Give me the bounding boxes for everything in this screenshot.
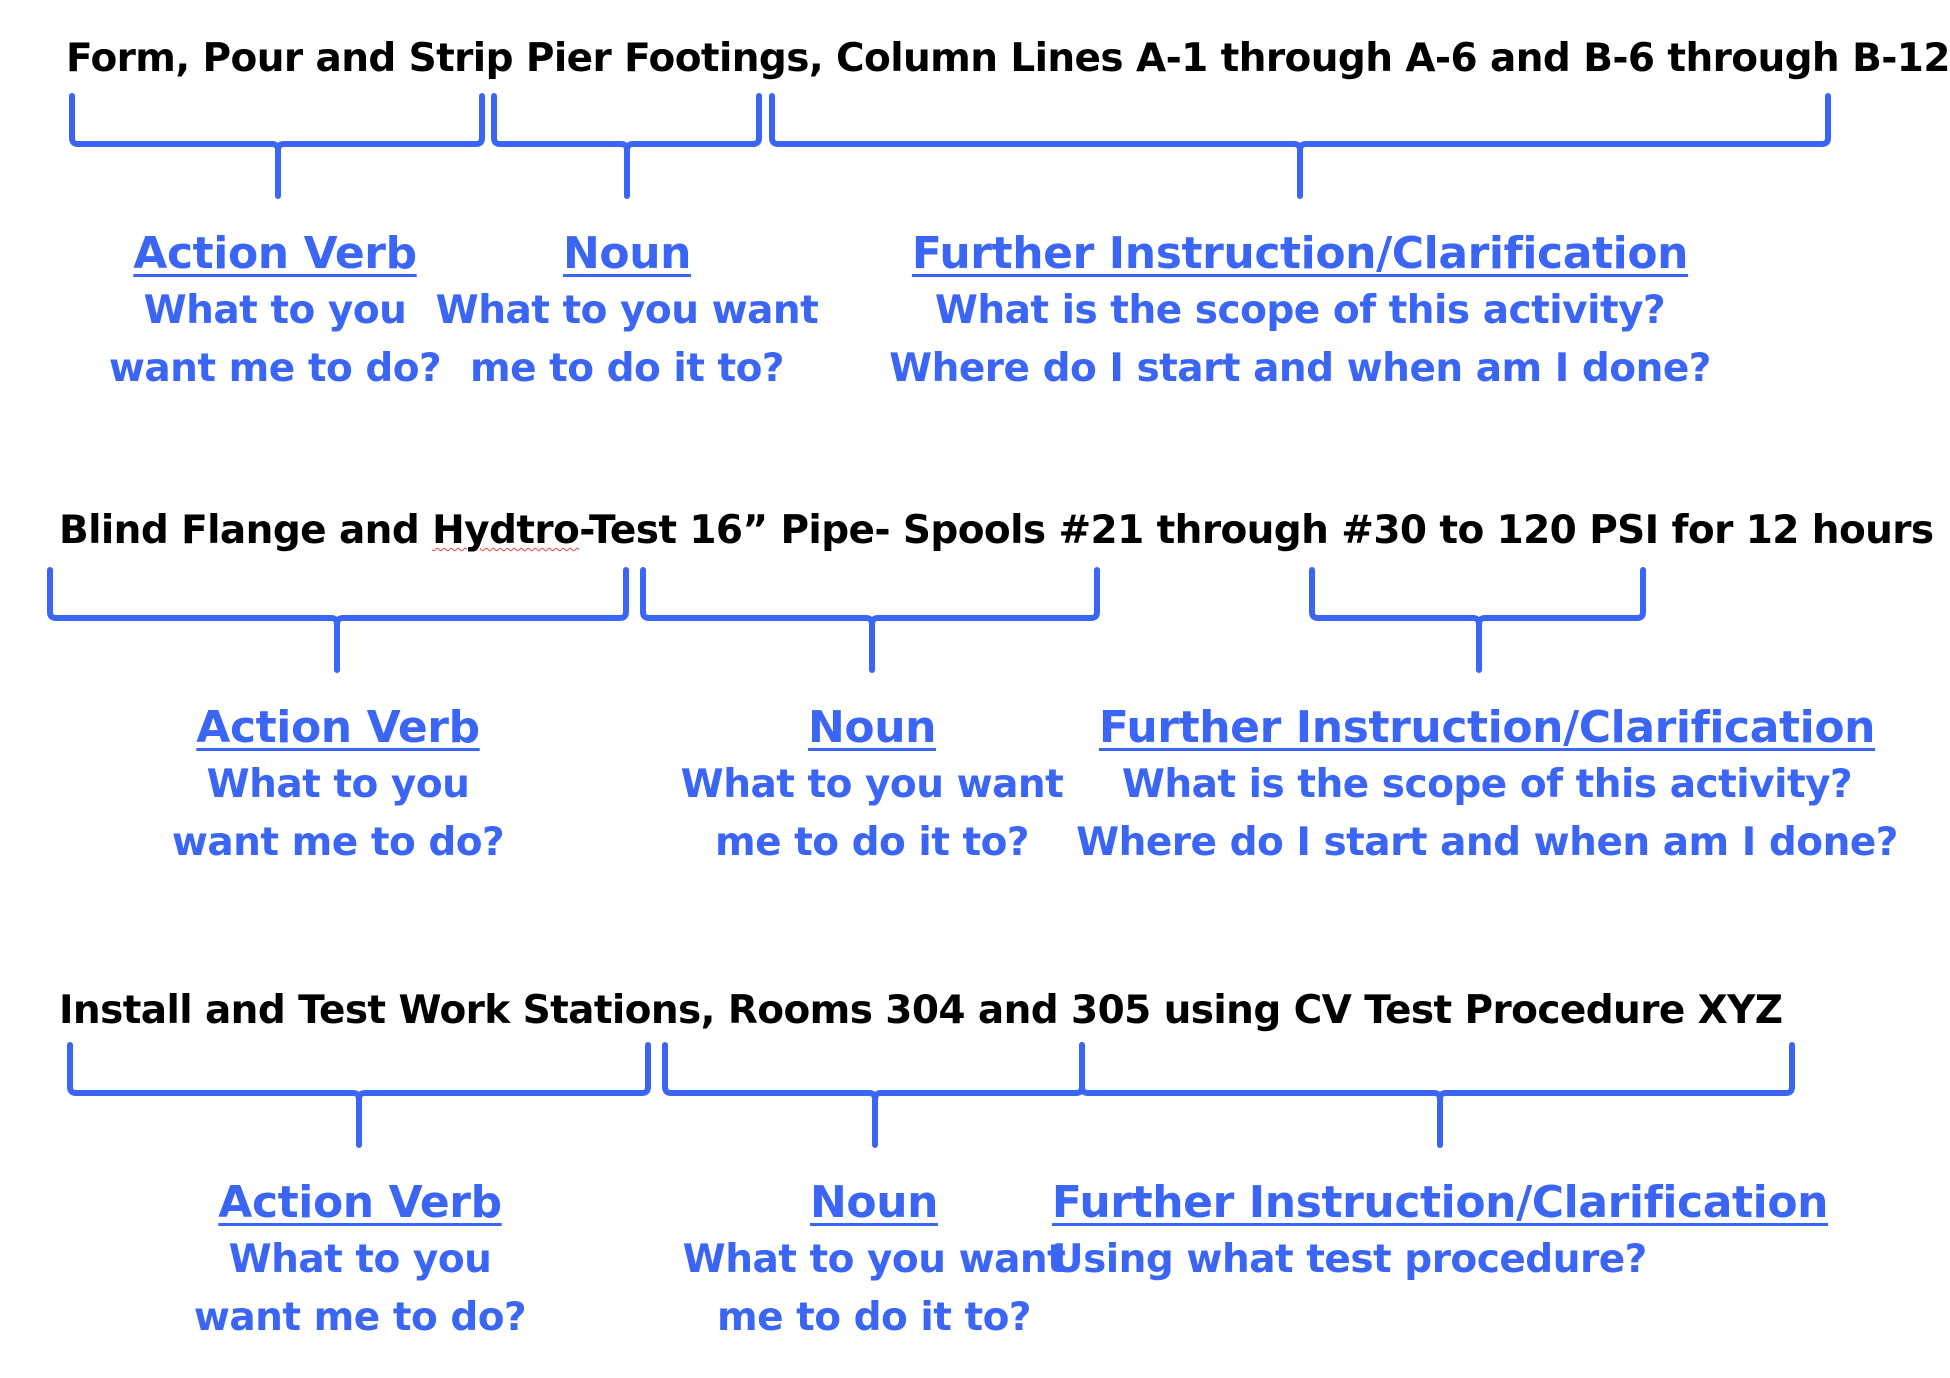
label-question-line: me to do it to? xyxy=(716,1295,1032,1340)
diagram-canvas: Form, Pour and Strip Pier Footings, Colu… xyxy=(47,36,1950,1347)
label-row1-action-verb: Action Verb What to you want me to do? xyxy=(108,226,442,398)
brace-path xyxy=(69,93,485,199)
label-heading: Further Instruction/Clarification xyxy=(1098,702,1876,753)
brace-path xyxy=(769,93,1831,199)
label-question-line: What is the scope of this activity? xyxy=(1121,762,1853,807)
label-question-line: What to you xyxy=(228,1237,492,1282)
brace-row3-action-verb xyxy=(67,1042,651,1148)
brace-row1-noun xyxy=(491,93,762,199)
brace-path xyxy=(491,93,762,199)
label-row1-further-instruction: Further Instruction/Clarification What i… xyxy=(889,226,1711,398)
example-sentence-2: Blind Flange and Hydtro-Test 16” Pipe- S… xyxy=(59,508,1934,554)
sentence-2-part-3: -Test 16” Pipe- Spools #21 through #30 t… xyxy=(579,508,1934,553)
label-question-line: me to do it to? xyxy=(469,346,785,391)
brace-path xyxy=(1079,1042,1795,1148)
brace-path xyxy=(1309,567,1646,673)
brace-path xyxy=(47,567,629,673)
label-row3-noun: Noun What to you want me to do it to? xyxy=(683,1175,1066,1347)
brace-row3-noun xyxy=(662,1042,1085,1148)
label-question-line: Where do I start and when am I done? xyxy=(889,346,1711,391)
label-row3-further-instruction: Further Instruction/Clarification Using … xyxy=(1051,1175,1829,1289)
spellcheck-flagged-word: Hydtro xyxy=(432,508,580,553)
brace-path xyxy=(67,1042,651,1148)
label-row1-noun: Noun What to you want me to do it to? xyxy=(436,226,819,398)
label-question-line: want me to do? xyxy=(171,820,505,865)
label-heading: Further Instruction/Clarification xyxy=(911,228,1689,279)
label-row2-action-verb: Action Verb What to you want me to do? xyxy=(171,700,505,872)
brace-row1-action-verb xyxy=(69,93,485,199)
label-heading: Noun xyxy=(809,1177,939,1228)
braces-layer xyxy=(47,93,1831,1148)
brace-path xyxy=(662,1042,1085,1148)
label-question-line: What to you want xyxy=(682,1237,1066,1282)
sentence-2-part-1: Blind Flange and xyxy=(59,508,433,553)
label-question-line: me to do it to? xyxy=(714,820,1030,865)
brace-row2-further-instruction xyxy=(1309,567,1646,673)
label-heading: Action Verb xyxy=(196,702,480,753)
label-question-line: What to you xyxy=(143,288,407,333)
label-question-line: What to you xyxy=(206,762,470,807)
label-question-line: Where do I start and when am I done? xyxy=(1076,820,1898,865)
example-sentence-3: Install and Test Work Stations, Rooms 30… xyxy=(59,988,1783,1033)
label-heading: Further Instruction/Clarification xyxy=(1051,1177,1829,1228)
brace-path xyxy=(640,567,1100,673)
label-question-line: What is the scope of this activity? xyxy=(934,288,1666,333)
brace-row3-further-instruction xyxy=(1079,1042,1795,1148)
label-row2-noun: Noun What to you want me to do it to? xyxy=(681,700,1064,872)
label-question-line: Using what test procedure? xyxy=(1051,1237,1647,1282)
label-heading: Action Verb xyxy=(133,228,417,279)
label-question-line: What to you want xyxy=(435,288,819,333)
label-heading: Noun xyxy=(807,702,937,753)
brace-row2-noun xyxy=(640,567,1100,673)
label-heading: Action Verb xyxy=(218,1177,502,1228)
example-sentence-1: Form, Pour and Strip Pier Footings, Colu… xyxy=(66,36,1950,81)
label-row3-action-verb: Action Verb What to you want me to do? xyxy=(193,1175,527,1347)
brace-row2-action-verb xyxy=(47,567,629,673)
brace-row1-further-instruction xyxy=(769,93,1831,199)
label-heading: Noun xyxy=(562,228,692,279)
label-question-line: What to you want xyxy=(680,762,1064,807)
label-question-line: want me to do? xyxy=(193,1295,527,1340)
label-row2-further-instruction: Further Instruction/Clarification What i… xyxy=(1076,700,1898,872)
label-question-line: want me to do? xyxy=(108,346,442,391)
